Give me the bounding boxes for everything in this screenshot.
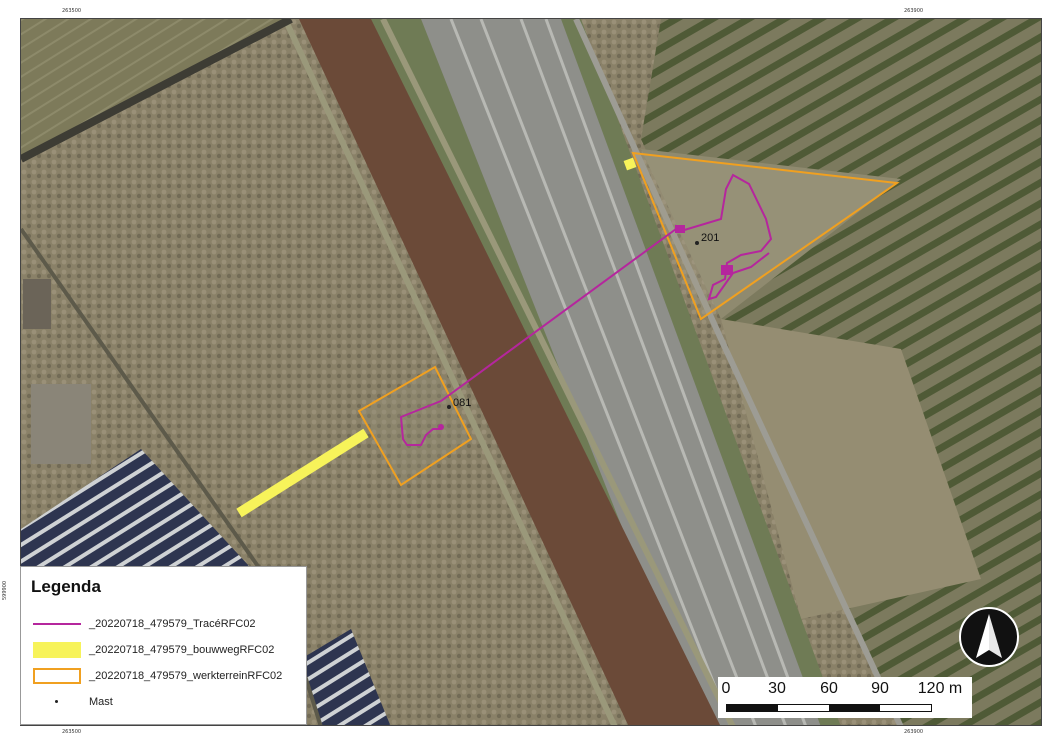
canal <box>299 19 721 725</box>
scale-bar: 0 30 60 90 120 m <box>718 677 972 718</box>
werkterrein-south <box>357 365 473 487</box>
coord-top-right: 263900 <box>904 8 924 14</box>
canal-bank <box>380 19 736 725</box>
coord-top-left: 263500 <box>62 8 82 14</box>
legend-label: Mast <box>89 696 113 708</box>
side-road <box>573 19 904 725</box>
scale-label: 90 <box>871 680 889 697</box>
fill-symbol-icon <box>31 640 83 660</box>
building <box>23 279 51 329</box>
trace-loop-south <box>399 400 442 446</box>
road-lane <box>519 19 787 725</box>
mast-label-201: 201 <box>701 232 719 244</box>
coord-bottom-right: 263900 <box>904 729 924 735</box>
line-symbol-icon <box>31 614 83 634</box>
bouwweg-west <box>236 428 369 518</box>
legend-item-werkterrein: _20220718_479579_werkterreinRFC02 <box>31 663 294 689</box>
point-symbol-icon <box>31 692 83 712</box>
legend-title: Legenda <box>31 577 101 596</box>
scale-label: 120 m <box>917 680 963 697</box>
scale-label: 60 <box>820 680 838 697</box>
road-lane <box>479 19 757 725</box>
open-field <box>641 149 901 319</box>
building <box>31 384 91 464</box>
road-lane <box>544 19 807 725</box>
canal-bank <box>282 19 618 725</box>
legend-item-mast: Mast <box>31 689 294 715</box>
mast-label-081: 081 <box>453 397 471 409</box>
trace-main <box>440 228 677 402</box>
legend-item-trace: _20220718_479579_TracéRFC02 <box>31 611 294 637</box>
legend-item-bouwweg: _20220718_479579_bouwwegRFC02 <box>31 637 294 663</box>
trace-loop-north <box>680 173 773 301</box>
scale-label: 0 <box>721 680 731 697</box>
north-arrow-icon <box>958 606 1020 668</box>
coord-left-mid: 599900 <box>2 580 8 600</box>
scale-track <box>726 704 932 712</box>
legend-label: _20220718_479579_TracéRFC02 <box>89 618 256 630</box>
outline-symbol-icon <box>31 666 83 686</box>
coord-bottom-left: 263500 <box>62 729 82 735</box>
tree-line <box>21 19 293 163</box>
trace-node-north <box>675 225 733 275</box>
mast-point <box>447 405 451 409</box>
legend-panel: Legenda _20220718_479579_TracéRFC02 _202… <box>20 566 307 725</box>
solar-field-2 <box>301 629 391 725</box>
open-field-south <box>721 319 981 619</box>
road-lane <box>449 19 732 725</box>
mast-point <box>695 241 699 245</box>
bouwweg-east <box>623 157 637 171</box>
legend-label: _20220718_479579_bouwwegRFC02 <box>89 644 275 656</box>
scale-label: 30 <box>768 680 786 697</box>
trace-node <box>438 424 444 430</box>
legend-label: _20220718_479579_werkterreinRFC02 <box>89 670 283 682</box>
